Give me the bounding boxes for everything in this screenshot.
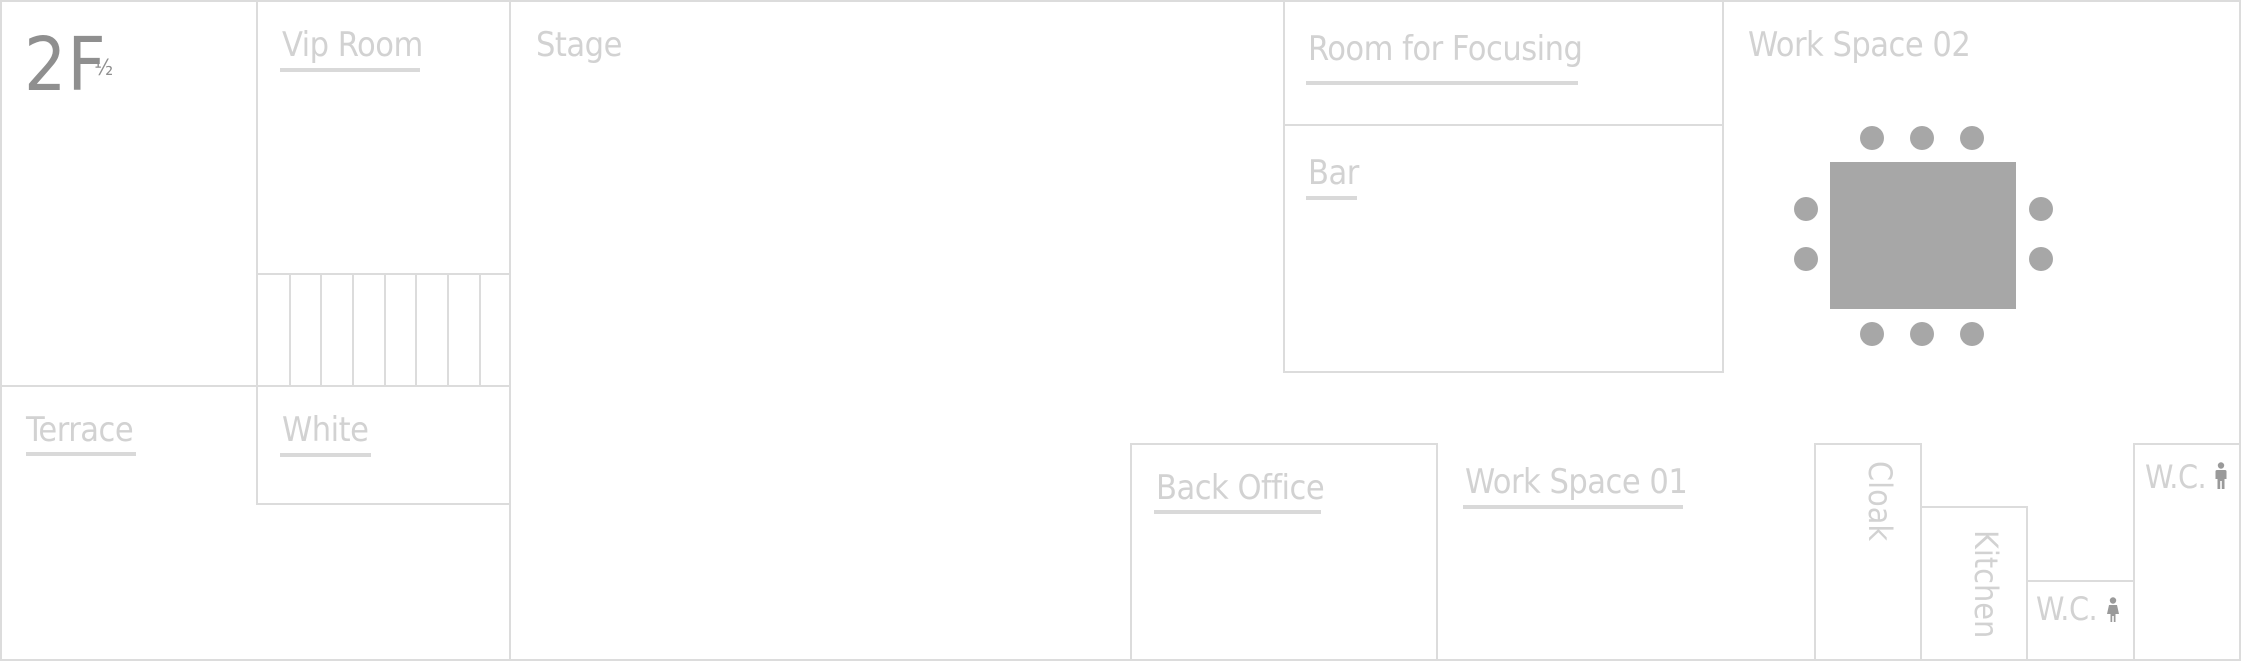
room-terrace-label: Terrace [26,410,134,450]
room-cloak-label: Cloak [1861,461,1899,542]
chair-top-2 [1910,126,1934,150]
chair-bottom-2 [1910,322,1934,346]
room-kitchen-label: Kitchen [1967,530,2005,639]
room-wc-female-label: W.C. [2036,590,2098,628]
chair-bottom-1 [1860,322,1884,346]
male-person-icon [2215,462,2227,489]
female-person-icon [2107,597,2119,622]
chair-right-1 [2029,197,2053,221]
room-white-label: White [282,410,369,450]
room-focusing-underline [1306,81,1578,85]
chair-left-2 [1794,247,1818,271]
chair-top-3 [1960,126,1984,150]
chair-left-1 [1794,197,1818,221]
room-wc-male[interactable] [2133,443,2241,661]
floor-fraction: ½ [94,56,114,81]
table-top [1830,162,2016,309]
room-back-office-underline [1154,510,1321,514]
room-terrace-underline [26,452,136,456]
meeting-table [1794,126,2053,346]
room-wc-male-label: W.C. [2145,458,2207,496]
room-focusing-label: Room for Focusing [1308,29,1583,69]
floor-label: 2F ½ [24,28,113,102]
room-bar[interactable] [1283,124,1724,373]
room-bar-label: Bar [1308,153,1359,193]
stair-treads [289,275,481,385]
room-back-office-label: Back Office [1156,468,1325,508]
chair-bottom-3 [1960,322,1984,346]
room-bar-underline [1306,196,1357,200]
room-white-underline [280,453,371,457]
chair-right-2 [2029,247,2053,271]
room-back-office[interactable] [1130,443,1438,661]
chair-top-1 [1860,126,1884,150]
terrace-wall [0,385,258,387]
room-ws01-underline [1463,505,1683,509]
room-vip-label: Vip Room [282,25,423,65]
room-ws02-label: Work Space 02 [1748,25,1971,65]
room-vip-underline [280,68,420,72]
room-ws01-label: Work Space 01 [1465,462,1688,502]
floor-number: 2F [24,22,107,108]
chairs [1794,126,2053,346]
stage-wall [509,0,511,661]
room-stage-label: Stage [536,25,622,65]
staircase [256,273,511,387]
